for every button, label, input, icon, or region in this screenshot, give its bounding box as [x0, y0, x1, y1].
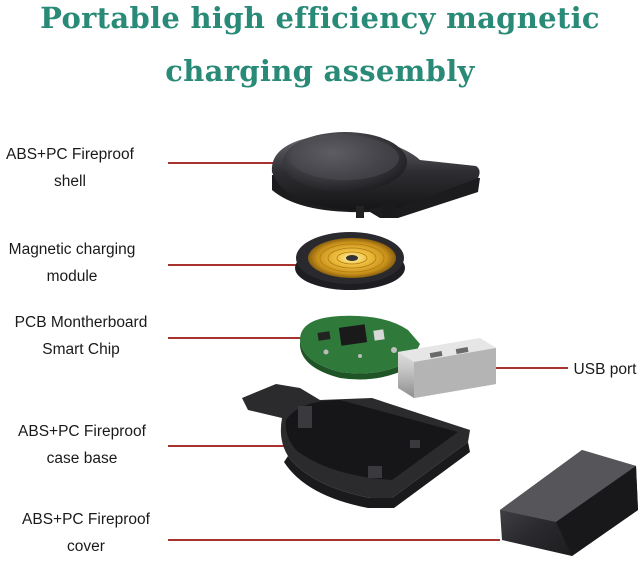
- case-base-part: [242, 384, 470, 508]
- label-base: ABS+PC Fireproof case base: [12, 418, 152, 472]
- coil-part: [295, 232, 405, 290]
- label-module-line2: module: [46, 268, 98, 285]
- label-module: Magnetic charging module: [0, 236, 144, 290]
- page-title-line2: charging assembly: [165, 54, 475, 88]
- leader-line-usb: [470, 367, 568, 369]
- label-shell-line2: shell: [54, 173, 86, 190]
- leader-line-cover: [168, 539, 500, 541]
- label-cover-line1: ABS+PC Fireproof: [22, 511, 150, 528]
- leader-line-pcb: [168, 337, 318, 339]
- usb-connector: [398, 338, 496, 398]
- label-pcb-line1: PCB Montherboard: [14, 314, 148, 331]
- label-pcb-line2: Smart Chip: [42, 341, 120, 358]
- label-cover-line2: cover: [67, 538, 105, 555]
- leader-line-module: [168, 264, 314, 266]
- pcb-part: [300, 315, 420, 380]
- label-usb: USB port: [573, 361, 637, 378]
- leader-line-base: [168, 445, 308, 447]
- label-cover: ABS+PC Fireproof cover: [16, 506, 156, 560]
- label-module-line1: Magnetic charging: [8, 241, 136, 258]
- leader-line-shell: [168, 162, 280, 164]
- label-base-line1: ABS+PC Fireproof: [18, 423, 146, 440]
- shell-part: [271, 132, 480, 218]
- label-base-line2: case base: [46, 450, 118, 467]
- label-pcb: PCB Montherboard Smart Chip: [8, 309, 154, 363]
- cover-part: [500, 450, 638, 556]
- page-title-line1: Portable high efficiency magnetic: [40, 1, 600, 35]
- label-shell: ABS+PC Fireproof shell: [2, 141, 138, 195]
- label-shell-line1: ABS+PC Fireproof: [6, 146, 134, 163]
